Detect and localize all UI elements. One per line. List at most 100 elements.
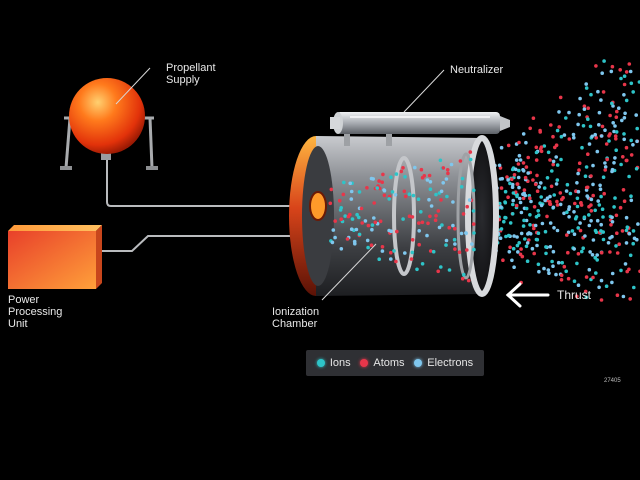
plume-particle (622, 116, 627, 120)
plume-particle (517, 241, 521, 245)
plume-particle (537, 185, 541, 189)
plume-particle (543, 229, 548, 234)
plume-particle (578, 228, 583, 233)
plume-particle (545, 214, 549, 219)
chamber-particle (387, 228, 391, 233)
plume-particle (532, 205, 537, 209)
chamber-particle (370, 227, 374, 232)
chamber-particle (453, 242, 457, 246)
plume-particle (521, 224, 526, 228)
chamber-particle (382, 188, 387, 193)
chamber-particle (419, 167, 424, 172)
plume-particle (600, 71, 604, 75)
plume-particle (555, 163, 560, 167)
plume-particle (601, 90, 606, 94)
plume-particle (539, 145, 544, 149)
plume-particle (562, 211, 566, 216)
plume-particle (601, 237, 606, 242)
chamber-particle (467, 198, 472, 202)
chamber-particle (410, 250, 415, 255)
plume-particle (625, 225, 630, 229)
plume-particle (591, 182, 595, 187)
chamber-particle (417, 229, 422, 233)
chamber-particle (401, 217, 405, 221)
plume-particle (597, 123, 601, 127)
chamber-particle (459, 185, 464, 189)
plume-particle (539, 181, 543, 185)
chamber-particle (328, 201, 333, 206)
plume-particle (590, 253, 595, 257)
chamber-particle (449, 162, 454, 167)
plume-particle (627, 231, 632, 236)
plume-particle (615, 109, 619, 114)
chamber-particle (466, 278, 471, 283)
plume-particle (546, 268, 551, 272)
plume-particle (591, 163, 595, 168)
plume-particle (528, 213, 532, 217)
plume-particle (517, 153, 522, 158)
plume-particle (610, 215, 614, 220)
plume-particle (507, 250, 512, 254)
chamber-particle (422, 174, 427, 178)
plume-particle (564, 116, 568, 120)
chamber-particle (339, 247, 344, 251)
thrust-arrow (505, 282, 550, 308)
plume-particle (510, 177, 514, 181)
plume-particle (501, 258, 505, 263)
plume-particle (568, 191, 573, 196)
chamber-particle (381, 172, 385, 177)
plume-particle (607, 134, 611, 138)
chamber-particle (413, 165, 417, 170)
plume-particle (614, 115, 619, 119)
plume-particle (617, 242, 621, 246)
plume-particle (511, 198, 515, 203)
plume-particle (582, 107, 587, 111)
chamber-particle (343, 214, 348, 218)
plume-particle (614, 213, 619, 218)
chamber-particle (389, 250, 393, 255)
plume-particle (604, 142, 609, 146)
chamber-particle (403, 251, 407, 255)
plume-particle (551, 159, 556, 164)
plume-particle (636, 222, 640, 226)
plume-particle (601, 215, 605, 219)
plume-particle (519, 210, 524, 215)
chamber-particle (373, 220, 378, 225)
plume-particle (502, 219, 506, 224)
plume-particle (607, 139, 611, 143)
plume-particle (549, 184, 554, 189)
plume-particle (508, 221, 513, 225)
plume-particle (555, 228, 560, 233)
plume-particle (508, 245, 512, 250)
plume-particle (629, 153, 634, 157)
plume-particle (559, 157, 563, 162)
plume-particle (609, 69, 614, 74)
plume-particle (548, 244, 553, 249)
chamber-particle (357, 232, 362, 237)
plume-particle (554, 272, 558, 277)
plume-particle (560, 197, 564, 202)
plume-particle (583, 234, 587, 238)
plume-particle (599, 134, 604, 138)
plume-particle (549, 123, 553, 127)
plume-particle (572, 135, 576, 140)
chamber-particle (426, 221, 430, 226)
plume-particle (499, 186, 504, 190)
plume-particle (527, 238, 531, 242)
chamber-particle (453, 247, 457, 251)
chamber-particle (365, 186, 369, 190)
plume-particle (532, 251, 536, 256)
chamber-particle (436, 209, 441, 213)
chamber-particle (346, 214, 351, 219)
plume-particle (595, 218, 600, 223)
plume-particle (591, 193, 595, 198)
plume-particle (511, 246, 516, 251)
plume-particle (576, 171, 580, 176)
chamber-particle (399, 169, 404, 174)
plume-particle (551, 162, 555, 167)
plume-particle (615, 251, 620, 255)
plume-particle (597, 285, 601, 290)
plume-particle (585, 185, 590, 190)
plume-particle (584, 86, 589, 90)
plume-particle (614, 148, 618, 152)
